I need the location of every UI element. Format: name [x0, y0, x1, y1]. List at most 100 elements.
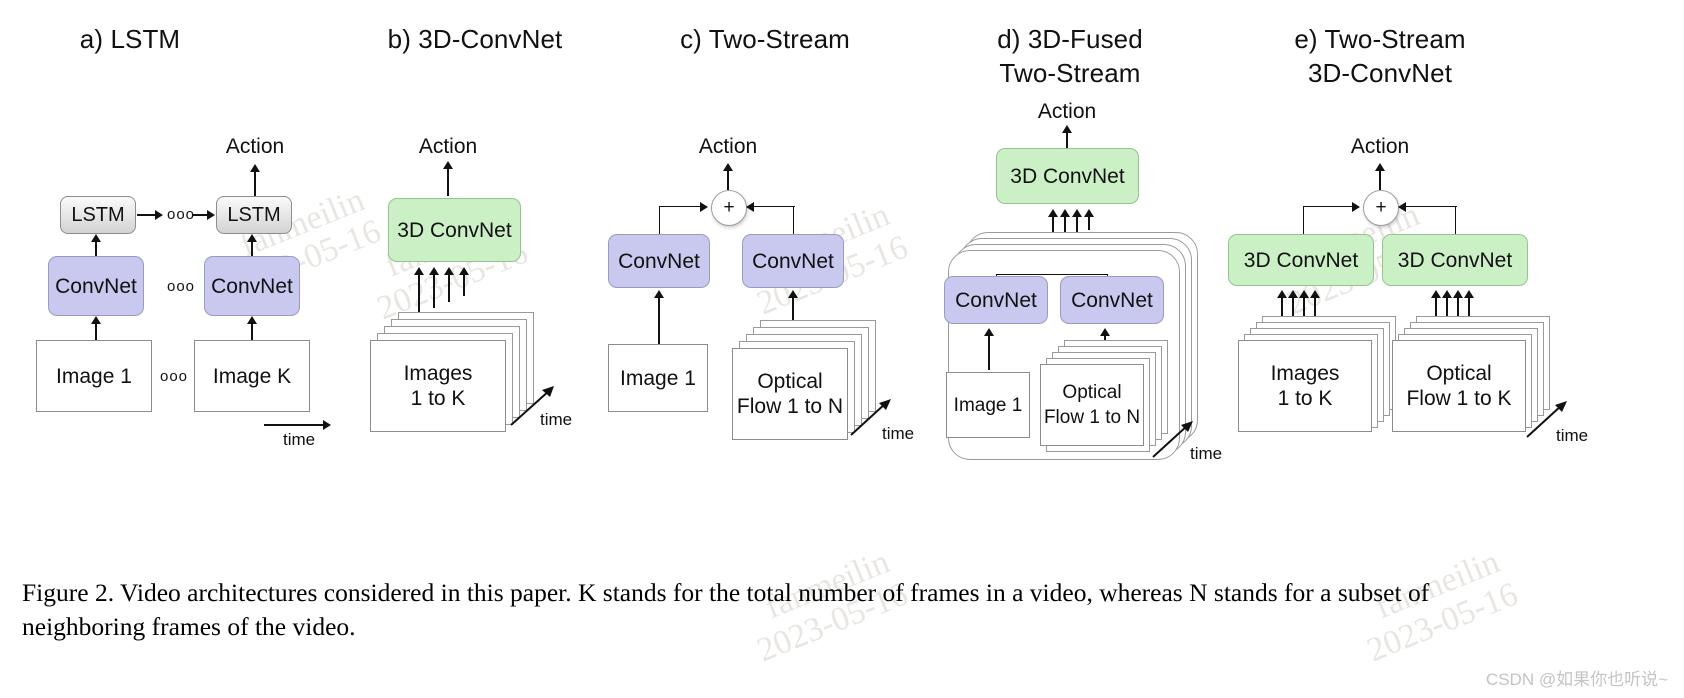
panel-c-left-branch-vline: [659, 206, 660, 236]
panel-b-output-arrow-head: [443, 161, 453, 169]
panel-title-e: e) Two-Stream 3D-ConvNet: [1294, 24, 1466, 88]
panel-c-input-right-line1: Optical: [757, 370, 823, 393]
panel-a-ellipsis-image: ooo: [160, 368, 189, 385]
panel-c-left-branch-hline: [659, 206, 701, 207]
panel-c-net-right[interactable]: ConvNet: [742, 234, 844, 288]
panel-a-arrow-convnet-lstm-left: [95, 240, 97, 258]
panel-b-net[interactable]: 3D ConvNet: [388, 198, 521, 262]
panel-title-a: a) LSTM: [79, 24, 181, 54]
panel-e-right-input-arrow-4-head: [1464, 290, 1474, 298]
panel-a-arrow-image-convnet-left-head: [91, 316, 101, 324]
panel-c-fusion-node[interactable]: +: [711, 190, 747, 226]
panel-a-lstm-left[interactable]: LSTM: [60, 196, 136, 234]
panel-b-input-arrow-4: [463, 274, 465, 296]
panel-e-fusion-node[interactable]: +: [1363, 190, 1399, 226]
panel-e-left-input-arrow-4-head: [1310, 290, 1320, 298]
panel-d-arrow-image-net-head: [984, 328, 994, 336]
panel-d-input-left[interactable]: Image 1: [946, 372, 1030, 438]
panel-e-left-branch-hline: [1303, 206, 1353, 207]
panel-d-fusion-arrow-4-head: [1084, 209, 1094, 217]
panel-d-net-top[interactable]: 3D ConvNet: [996, 148, 1139, 204]
csdn-watermark: CSDN @如果你也听说~: [1485, 670, 1668, 689]
panel-c-output-arrow-head: [723, 163, 733, 171]
panel-e-right-branch-vline: [1455, 206, 1456, 236]
panel-b-output-arrow-line: [447, 166, 449, 196]
panel-e-output-arrow-head: [1375, 163, 1385, 171]
panel-d-arrow-flow-net-head: [1100, 328, 1110, 336]
panel-e-left-branch-vline: [1303, 206, 1304, 236]
panel-a-lstm-link-right-head: [207, 210, 215, 220]
panel-e-right-input-arrow-3: [1457, 296, 1459, 332]
panel-d-input-right[interactable]: Optical Flow 1 to N: [1040, 364, 1144, 446]
panel-a-arrow-image-convnet-right-head: [247, 316, 257, 324]
panel-e-left-input-arrow-2-head: [1288, 290, 1298, 298]
panel-e-input-right[interactable]: Optical Flow 1 to K: [1392, 340, 1526, 432]
panel-b-time-label: time: [540, 410, 573, 429]
panel-e-right-branch-hline: [1405, 206, 1457, 207]
panel-c-arrow-image-net: [658, 296, 660, 344]
panel-c-output-label: Action: [698, 135, 758, 158]
panel-e-time-arrow: [1526, 401, 1567, 438]
panel-d-fusion-arrow-4: [1088, 216, 1090, 230]
panel-d-time-arrow: [1152, 421, 1193, 458]
panel-c-input-left[interactable]: Image 1: [608, 344, 708, 412]
panel-b-input-front[interactable]: Images 1 to K: [370, 340, 506, 432]
panel-e-input-right-line1: Optical: [1426, 362, 1492, 385]
panel-a-arrow-convnet-lstm-left-head: [91, 234, 101, 242]
panel-e-net-left[interactable]: 3D ConvNet: [1228, 234, 1374, 286]
panel-c-right-branch-hline: [753, 206, 795, 207]
panel-a-arrow-convnet-lstm-right: [251, 240, 253, 258]
panel-e-net-right[interactable]: 3D ConvNet: [1382, 234, 1528, 286]
panel-e-left-input-arrow-3-head: [1299, 290, 1309, 298]
panel-b-input-arrow-1: [418, 274, 420, 314]
panel-e-right-input-arrow-2-head: [1442, 290, 1452, 298]
panel-b-input-arrow-3-head: [444, 267, 454, 275]
panel-e-right-input-arrow-3-head: [1453, 290, 1463, 298]
panel-c-input-right[interactable]: Optical Flow 1 to N: [732, 348, 848, 440]
panel-e-left-input-arrow-3: [1303, 296, 1305, 332]
panel-d-net-left[interactable]: ConvNet: [944, 276, 1048, 324]
panel-c-left-branch-head: [700, 202, 708, 212]
panel-b-input-arrow-4-head: [459, 267, 469, 275]
panel-d-arrow-image-net: [988, 334, 990, 370]
panel-a-input-right[interactable]: Image K: [194, 340, 310, 412]
panel-a-output-arrow-line: [254, 168, 256, 196]
panel-c-input-right-line2: Flow 1 to N: [736, 395, 844, 418]
panel-d-output-arrow-line: [1066, 130, 1068, 148]
panel-a-ellipsis-convnet: ooo: [167, 278, 196, 295]
panel-b-time-arrow: [510, 386, 554, 426]
panel-c-output-arrow-line: [727, 168, 729, 190]
panel-a-output-arrow-head: [250, 164, 260, 172]
panel-d-net-right[interactable]: ConvNet: [1060, 276, 1164, 324]
figure-caption: Figure 2. Video architectures considered…: [22, 576, 1662, 644]
panel-b-input-arrow-1-head: [414, 267, 424, 275]
panel-c-net-left[interactable]: ConvNet: [608, 234, 710, 288]
figure-caption-line2: neighboring frames of the video.: [22, 612, 356, 641]
panel-e-right-branch-head: [1398, 202, 1406, 212]
panel-b-input-arrow-3: [448, 274, 450, 302]
panel-e-output-label: Action: [1350, 135, 1410, 158]
panel-a-ellipsis-lstm: ooo: [167, 206, 196, 223]
panel-d-input-right-line1: Optical: [1062, 382, 1122, 403]
panel-a-input-left[interactable]: Image 1: [36, 340, 152, 412]
panel-a-lstm-right[interactable]: LSTM: [216, 196, 292, 234]
panel-a-convnet-left[interactable]: ConvNet: [48, 256, 144, 316]
panel-e-right-input-arrow-4: [1468, 296, 1470, 326]
panel-e-output-arrow-line: [1379, 168, 1381, 190]
panel-c-arrow-image-net-head: [654, 290, 664, 298]
panel-e-input-left-line1: Images: [1270, 362, 1340, 385]
panel-e-input-left[interactable]: Images 1 to K: [1238, 340, 1372, 432]
panel-d-output-label: Action: [1037, 100, 1097, 123]
panel-b-output-label: Action: [418, 135, 478, 158]
panel-a-convnet-right[interactable]: ConvNet: [204, 256, 300, 316]
panel-d-inner-bus: [996, 274, 1108, 275]
panel-d-fusion-arrow-2: [1064, 216, 1066, 238]
panel-d-fusion-arrow-3: [1076, 216, 1078, 234]
panel-c-time-label: time: [882, 424, 915, 443]
panel-title-b: b) 3D-ConvNet: [387, 24, 563, 54]
panel-a-arrow-convnet-lstm-right-head: [247, 234, 257, 242]
panel-e-input-left-line2: 1 to K: [1277, 387, 1333, 410]
panel-d-fusion-arrow-1-head: [1048, 209, 1058, 217]
figure-caption-line1: Figure 2. Video architectures considered…: [22, 578, 1430, 607]
